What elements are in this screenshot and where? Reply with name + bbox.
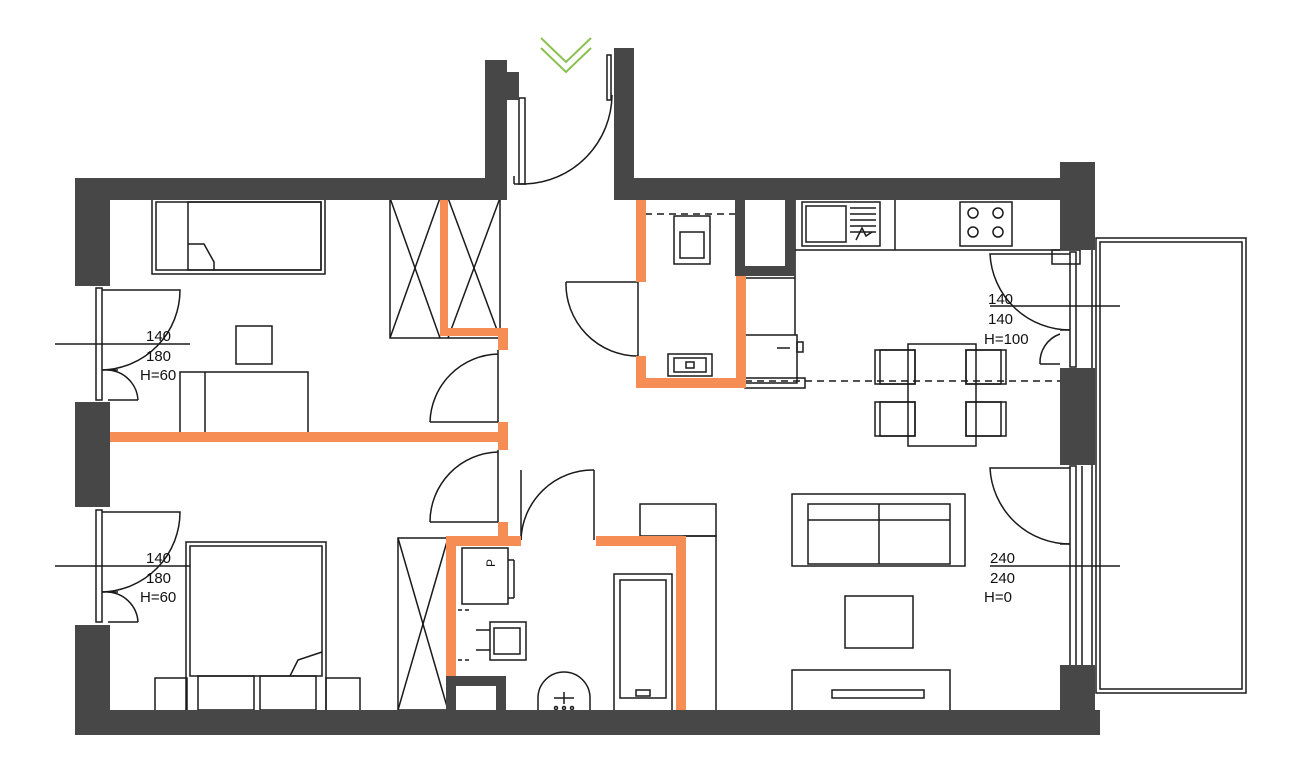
living-window-height: 140 — [988, 311, 1013, 328]
balcony-door-width: 240 — [990, 550, 1015, 567]
toilet — [673, 215, 711, 265]
bathtub — [613, 573, 673, 713]
bed-double — [185, 541, 327, 713]
living-room — [791, 493, 966, 713]
bedroom-bottom-window-label: 140 180 H=60 — [140, 550, 176, 606]
wc-room — [645, 213, 735, 377]
desk — [179, 371, 309, 435]
interior-partitions — [108, 198, 746, 712]
door-bathroom[interactable] — [520, 469, 595, 541]
coffee-table — [844, 595, 914, 649]
balcony-door[interactable] — [989, 465, 1120, 667]
window-bedroom-bottom[interactable] — [55, 509, 190, 623]
bathroom-toilet — [489, 621, 527, 661]
wc-sink — [667, 353, 713, 377]
door-bedroom-bottom[interactable] — [429, 450, 499, 523]
bedroom-top-window-height: 180 — [146, 348, 171, 365]
living-window-sill: H=100 — [984, 331, 1029, 348]
bedroom-bottom — [55, 509, 449, 713]
bedroom-top — [55, 197, 501, 435]
balcony-door-label: 240 240 H=0 — [984, 550, 1015, 606]
sofa — [791, 493, 966, 567]
stove — [959, 201, 1013, 247]
bedroom-bottom-window-height: 180 — [146, 570, 171, 587]
exterior-walls — [75, 48, 1100, 735]
fridge — [744, 334, 798, 384]
balcony-door-sill: H=0 — [984, 589, 1012, 606]
washing-machine — [461, 547, 509, 605]
bedroom-top-window-label: 140 180 H=60 — [140, 328, 176, 384]
living-window-label: 140 140 H=100 — [984, 291, 1029, 348]
kitchen-sink — [801, 201, 881, 247]
living-window-width: 140 — [988, 291, 1013, 308]
bed-single — [151, 197, 326, 275]
chair — [235, 325, 273, 365]
bedroom-bottom-window-sill: H=60 — [140, 589, 176, 606]
entrance-arrow-icon — [540, 37, 592, 74]
balcony-door-height: 240 — [990, 570, 1015, 587]
washer-mark: P — [484, 559, 498, 567]
door-bedroom-top[interactable] — [429, 350, 499, 423]
dining-table-set — [874, 343, 1007, 447]
bedroom-top-window-width: 140 — [146, 328, 171, 345]
bathroom-sink — [537, 671, 591, 711]
nightstand-left — [154, 677, 188, 713]
bedroom-bottom-window-width: 140 — [146, 550, 171, 567]
wardrobe-bottom — [397, 537, 449, 711]
window-bedroom-top[interactable] — [55, 287, 190, 401]
tv-cabinet — [791, 669, 951, 713]
window-living[interactable] — [989, 249, 1120, 368]
entrance-door[interactable] — [513, 54, 613, 185]
door-wc[interactable] — [565, 281, 639, 357]
nightstand-right — [325, 677, 361, 713]
bedroom-top-window-sill: H=60 — [140, 367, 176, 384]
